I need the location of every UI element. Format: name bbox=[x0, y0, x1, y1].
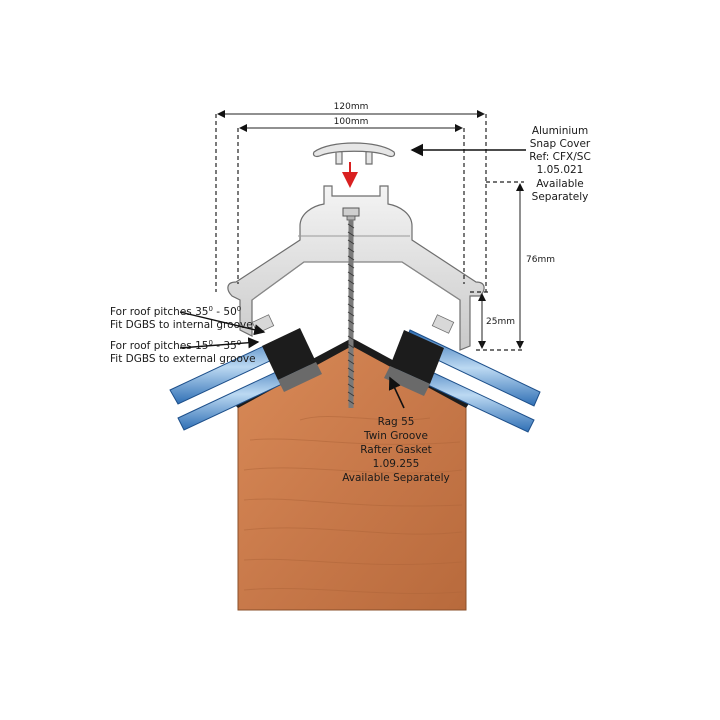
glazing-panel-right bbox=[384, 329, 541, 433]
svg-text:Available Separately: Available Separately bbox=[342, 472, 450, 484]
svg-text:1.09.255: 1.09.255 bbox=[373, 458, 420, 470]
svg-text:Separately: Separately bbox=[532, 191, 589, 203]
wood-grain bbox=[243, 415, 463, 595]
glazing-panel-left bbox=[169, 328, 322, 431]
gasket-note: Rag 55 Twin Groove Rafter Gasket 1.09.25… bbox=[342, 416, 450, 484]
fixing-screw bbox=[342, 207, 360, 408]
snap-cover-note: Aluminium Snap Cover Ref: CFX/SC 1.05.02… bbox=[529, 125, 591, 203]
svg-text:Fit DGBS to external groove: Fit DGBS to external groove bbox=[110, 353, 256, 365]
pitch-note-internal-leader bbox=[179, 311, 266, 336]
gasket-leader bbox=[388, 376, 405, 409]
svg-text:Snap Cover: Snap Cover bbox=[530, 138, 591, 150]
dim-120mm bbox=[215, 110, 487, 292]
svg-text:Rafter Gasket: Rafter Gasket bbox=[360, 444, 432, 456]
ridge-bar bbox=[227, 185, 485, 351]
svg-text:Available: Available bbox=[536, 178, 584, 190]
svg-text:Rag 55: Rag 55 bbox=[378, 416, 415, 428]
svg-text:For roof pitches 150 - 350: For roof pitches 150 - 350 bbox=[110, 339, 241, 352]
svg-text:For roof pitches 350 - 500: For roof pitches 350 - 500 bbox=[110, 305, 241, 318]
dim-76mm bbox=[476, 181, 524, 351]
dim-label-100mm: 100mm bbox=[334, 117, 369, 127]
dim-100mm bbox=[237, 124, 465, 284]
dim-label-76mm: 76mm bbox=[526, 255, 555, 265]
svg-text:Fit DGBS to internal groove: Fit DGBS to internal groove bbox=[110, 319, 253, 331]
svg-text:Aluminium: Aluminium bbox=[532, 125, 588, 137]
timber-rafter bbox=[237, 341, 467, 611]
svg-text:1.05.021: 1.05.021 bbox=[537, 164, 584, 176]
svg-text:Twin Groove: Twin Groove bbox=[363, 430, 428, 442]
dim-25mm bbox=[470, 291, 488, 349]
pitch-note-internal: For roof pitches 350 - 500 Fit DGBS to i… bbox=[110, 305, 253, 331]
svg-text:Ref: CFX/SC: Ref: CFX/SC bbox=[529, 151, 591, 163]
pitch-note-external-leader bbox=[179, 337, 260, 349]
dim-label-25mm: 25mm bbox=[486, 317, 515, 327]
pitch-note-external: For roof pitches 150 - 350 Fit DGBS to e… bbox=[110, 339, 256, 365]
snap-cover bbox=[312, 142, 396, 165]
dim-label-120mm: 120mm bbox=[334, 102, 369, 112]
